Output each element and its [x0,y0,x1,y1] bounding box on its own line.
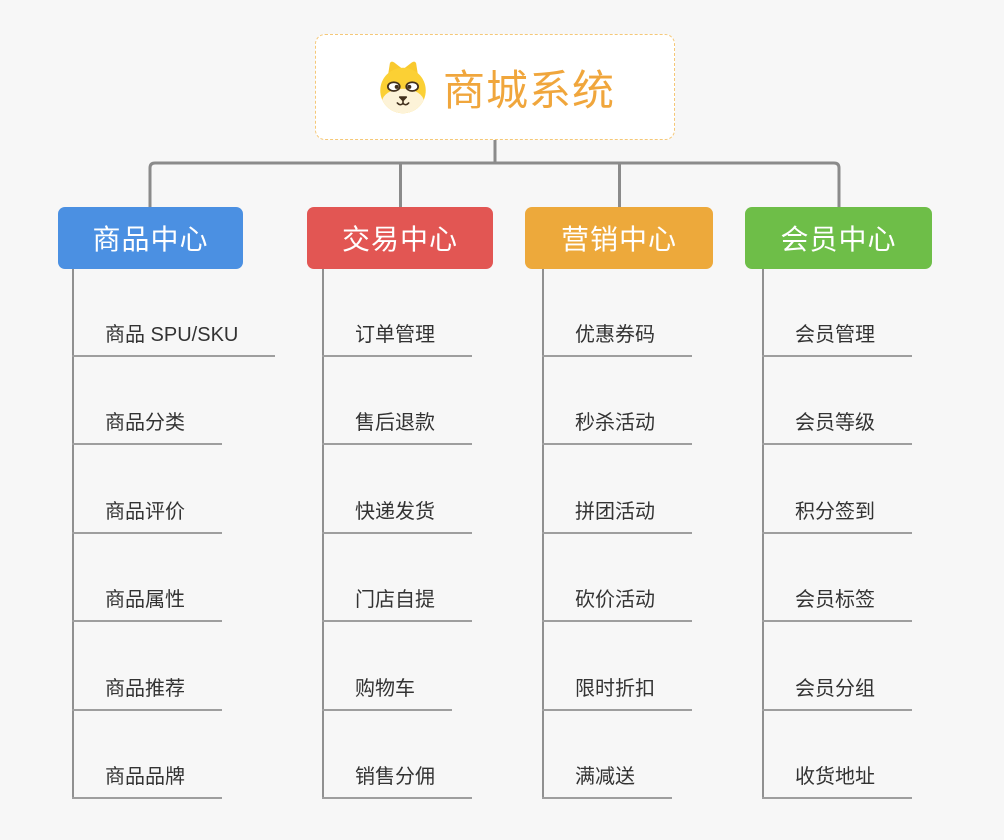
branch-header-product-center[interactable]: 商品中心 [58,207,243,269]
mindmap-leaf[interactable]: 积分签到 [762,490,912,534]
mindmap-leaf[interactable]: 商品分类 [72,401,222,445]
mindmap-leaf[interactable]: 砍价活动 [542,578,692,622]
root-node[interactable]: 商城系统 [315,34,675,140]
mindmap-leaf[interactable]: 商品推荐 [72,667,222,711]
mindmap-leaf[interactable]: 门店自提 [322,578,472,622]
mindmap-leaf[interactable]: 会员等级 [762,401,912,445]
mindmap-leaf[interactable]: 销售分佣 [322,755,472,799]
mindmap-leaf[interactable]: 订单管理 [322,313,472,357]
mindmap-leaf[interactable]: 会员分组 [762,667,912,711]
branch-header-member-center[interactable]: 会员中心 [745,207,932,269]
mindmap-leaf[interactable]: 优惠券码 [542,313,692,357]
mindmap-leaf[interactable]: 满减送 [542,755,672,799]
mindmap-leaf[interactable]: 商品评价 [72,490,222,534]
mindmap-leaf[interactable]: 秒杀活动 [542,401,692,445]
mindmap-leaf[interactable]: 商品属性 [72,578,222,622]
mindmap-leaf[interactable]: 快递发货 [322,490,472,534]
mindmap-leaf[interactable]: 商品 SPU/SKU [72,313,276,357]
mindmap-leaf[interactable]: 会员管理 [762,313,912,357]
branch-header-trade-center[interactable]: 交易中心 [307,207,493,269]
mindmap-leaf[interactable]: 拼团活动 [542,490,692,534]
mindmap-leaf[interactable]: 限时折扣 [542,667,692,711]
mindmap-leaf[interactable]: 商品品牌 [72,755,222,799]
bus-line [148,161,841,207]
mindmap-leaf[interactable]: 购物车 [322,667,452,711]
branch-header-marketing-center[interactable]: 营销中心 [525,207,713,269]
mindmap-leaf[interactable]: 收货地址 [762,755,912,799]
mindmap-leaf[interactable]: 会员标签 [762,578,912,622]
root-title: 商城系统 [442,66,615,114]
mindmap-leaf[interactable]: 售后退款 [322,401,472,445]
shiba-dog-icon [380,61,426,114]
